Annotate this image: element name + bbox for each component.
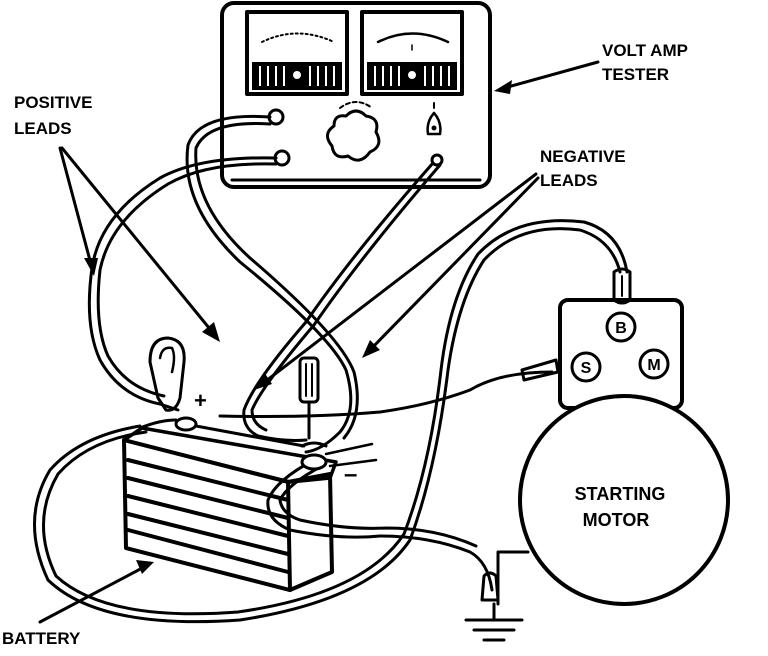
battery-plus-sign: + bbox=[194, 388, 207, 413]
tester-case bbox=[220, 1, 492, 189]
label-positive-leads: POSITIVE LEADS bbox=[14, 93, 220, 342]
starting-motor-label-line1: STARTING bbox=[575, 484, 666, 504]
negative-leads-line2: LEADS bbox=[540, 171, 598, 190]
terminal-m-label: M bbox=[647, 357, 660, 374]
starting-motor-label-line2: MOTOR bbox=[583, 510, 650, 530]
ground-symbol bbox=[464, 602, 524, 642]
terminal-b-circle bbox=[605, 311, 637, 343]
label-battery: BATTERY bbox=[2, 560, 154, 648]
battery-top bbox=[122, 426, 338, 484]
motor-body bbox=[518, 394, 730, 606]
tester-terminal-right bbox=[430, 153, 444, 167]
positive-leads-line2: LEADS bbox=[14, 119, 72, 138]
volt-amp-tester bbox=[220, 1, 492, 189]
positive-leads-line1: POSITIVE bbox=[14, 93, 92, 112]
ammeter bbox=[360, 10, 464, 96]
starting-motor: B S M STARTING MOTOR bbox=[496, 298, 730, 606]
selector-switch bbox=[426, 102, 442, 136]
terminal-m-circle bbox=[638, 348, 670, 380]
volt-amp-tester-line1: VOLT AMP bbox=[602, 41, 688, 60]
battery-negative-post bbox=[300, 453, 328, 471]
battery-positive-post bbox=[174, 416, 198, 432]
terminal-s-label: S bbox=[581, 360, 592, 377]
label-negative-leads: NEGATIVE LEADS bbox=[254, 147, 626, 390]
terminal-b-label: B bbox=[615, 320, 627, 337]
battery-side bbox=[286, 472, 334, 592]
terminal-s-circle bbox=[570, 351, 602, 383]
battery-label: BATTERY bbox=[2, 629, 81, 648]
voltmeter bbox=[245, 10, 349, 96]
test-leads bbox=[33, 114, 629, 624]
battery: + – bbox=[122, 388, 378, 592]
volt-amp-tester-line2: TESTER bbox=[602, 65, 669, 84]
battery-minus-sign: – bbox=[344, 461, 357, 488]
load-control-knob bbox=[326, 101, 381, 162]
label-volt-amp-tester: VOLT AMP TESTER bbox=[494, 41, 688, 94]
negative-leads-line1: NEGATIVE bbox=[540, 147, 626, 166]
